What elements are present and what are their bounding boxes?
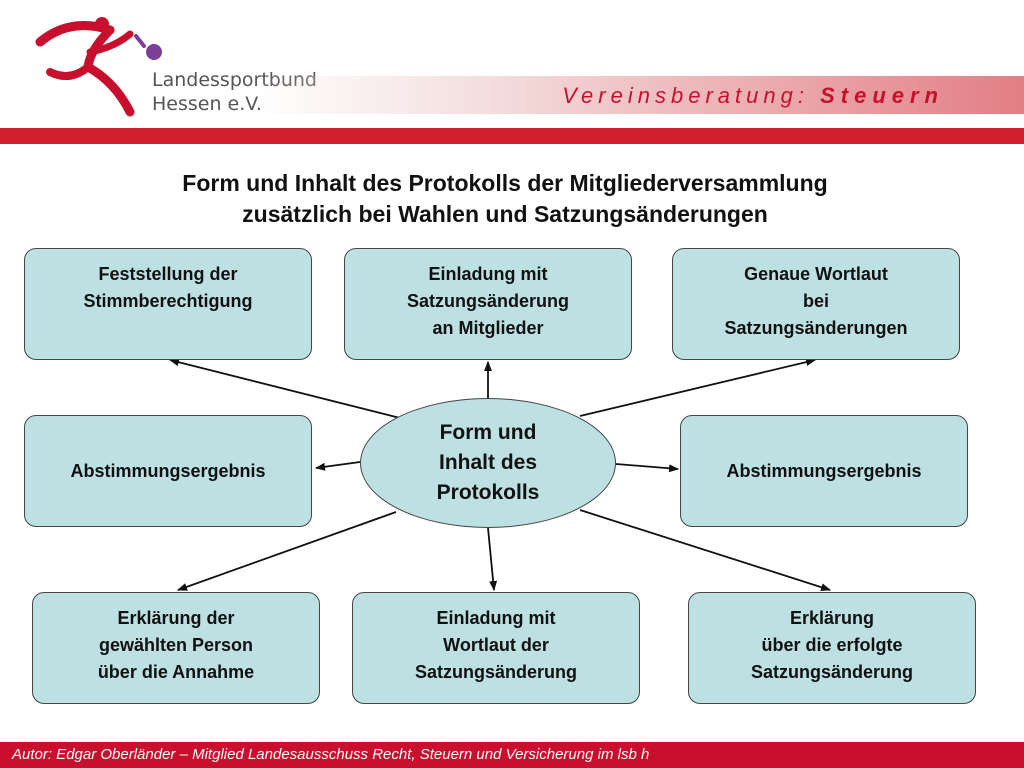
box-text-line: Satzungsänderung	[414, 662, 577, 682]
lsb-logo-icon	[35, 17, 162, 117]
box-text-line: Einladung mit	[436, 608, 556, 628]
box-text-line: bei	[802, 291, 829, 311]
box-text-line: Stimmberechtigung	[83, 291, 253, 311]
box-text-line: an Mitglieder	[432, 318, 544, 338]
box-text-line: gewählten Person	[98, 635, 254, 655]
arrow-to-top-left	[169, 358, 401, 419]
box-text-line: Einladung mit	[428, 264, 548, 284]
header-section: Vereinsberatung:	[562, 83, 809, 108]
box-text-line: Satzungsänderungen	[724, 318, 908, 338]
slide-title-line: Form und Inhalt des Protokolls der Mitgl…	[182, 170, 828, 196]
center-text-line: Form und	[439, 421, 537, 444]
box-abstimmung-left: Abstimmungsergebnis	[24, 415, 312, 527]
arrow-to-top-right	[579, 358, 816, 417]
arrow-to-middle-left	[315, 461, 361, 471]
box-erklaerung-satzung: Erklärung über die erfolgte Satzungsände…	[688, 592, 976, 704]
box-text-line: Wortlaut der	[443, 635, 549, 655]
arrow-to-bottom-right	[579, 509, 831, 592]
box-text-line: Erklärung	[789, 608, 875, 628]
box-text-line: Erklärung der	[117, 608, 235, 628]
header-band	[255, 76, 1024, 114]
box-text-line: über die erfolgte	[761, 635, 903, 655]
center-text-line: Inhalt des	[438, 451, 538, 474]
arrow-to-middle-right	[615, 463, 679, 473]
center-ellipse: Form und Inhalt des Protokolls	[360, 398, 616, 528]
box-erklaerung-person: Erklärung der gewählten Person über die …	[32, 592, 320, 704]
box-text-line: Abstimmungsergebnis	[726, 460, 922, 481]
box-einladung-wortlaut: Einladung mit Wortlaut der Satzungsänder…	[352, 592, 640, 704]
header-topic: Steuern	[820, 83, 944, 108]
box-text-line: Abstimmungsergebnis	[70, 460, 266, 481]
box-text-line: über die Annahme	[97, 662, 255, 682]
box-feststellung: Feststellung der Stimmberechtigung	[24, 248, 312, 360]
box-text-line: Satzungsänderung	[406, 291, 569, 311]
arrow-to-bottom-middle	[487, 527, 498, 591]
box-text-line: Satzungsänderung	[750, 662, 913, 682]
slide-title-line: zusätzlich bei Wahlen und Satzungsänderu…	[242, 201, 768, 227]
footer-text: Autor: Edgar Oberländer – Mitglied Lande…	[12, 746, 650, 763]
footer-bar: Autor: Edgar Oberländer – Mitglied Lande…	[0, 742, 1024, 768]
org-name-line: Hessen e.V.	[152, 93, 262, 115]
header-divider-bar	[0, 128, 1024, 144]
slide-title: Form und Inhalt des Protokolls der Mitgl…	[0, 168, 1010, 230]
arrow-to-bottom-left	[177, 511, 397, 591]
center-text-line: Protokolls	[436, 481, 540, 504]
box-einladung-satzung: Einladung mit Satzungsänderung an Mitgli…	[344, 248, 632, 360]
header-title: Vereinsberatung: Steuern	[562, 83, 944, 109]
box-text-line: Genaue Wortlaut	[744, 264, 888, 284]
box-wortlaut: Genaue Wortlaut bei Satzungsänderungen	[672, 248, 960, 360]
box-abstimmung-right: Abstimmungsergebnis	[680, 415, 968, 527]
box-text-line: Feststellung der	[98, 264, 238, 284]
